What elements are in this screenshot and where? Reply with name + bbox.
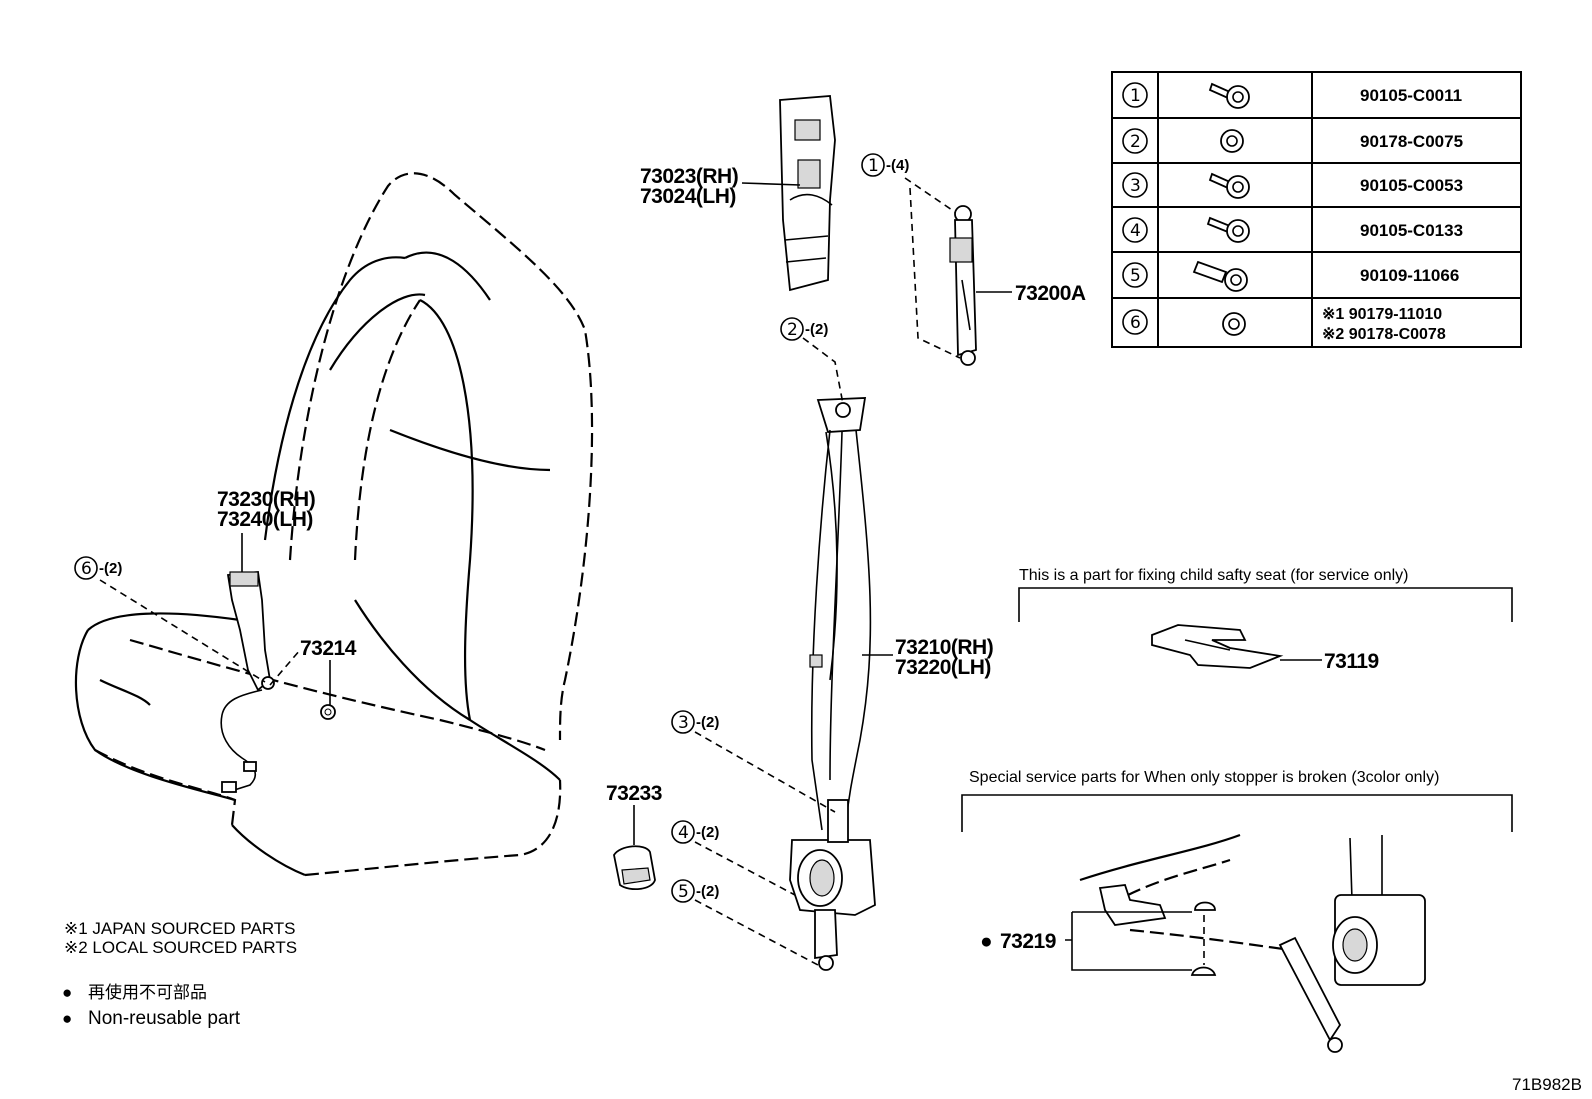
buckle-cover-label: 73214 bbox=[300, 637, 357, 660]
pillar-trim bbox=[779, 95, 836, 292]
legend-marker-en: ● bbox=[62, 1009, 72, 1028]
fastener-4-leader bbox=[694, 841, 796, 896]
bolt-icon bbox=[1208, 82, 1250, 109]
table-row-6-num: 6 bbox=[1130, 313, 1141, 333]
fastener-ref-4-num: 4 bbox=[678, 823, 689, 843]
buckle-cover-washer bbox=[320, 704, 336, 720]
stopper-bracket bbox=[961, 794, 1513, 832]
pillar-trim-label-rh: 73023(RH) bbox=[640, 165, 738, 188]
table-row-6-part-japan: ※1 90179-11010 bbox=[1322, 306, 1442, 323]
fastener-ref-5: 5 -(2) bbox=[671, 879, 719, 903]
fastener-ref-5-count: -(2) bbox=[696, 883, 719, 900]
seat-belt-buckle bbox=[220, 571, 275, 793]
stopper-caption: Special service parts for When only stop… bbox=[969, 769, 1439, 786]
fastener-1-leaders bbox=[904, 177, 961, 359]
fastener-ref-1: 1 -(4) bbox=[861, 153, 909, 177]
belt-assy-label-lh: 73220(LH) bbox=[895, 656, 991, 679]
nut-icon bbox=[1222, 312, 1246, 336]
pillar-trim-leader bbox=[741, 182, 801, 186]
fastener-ref-3-num: 3 bbox=[678, 713, 689, 733]
table-row-4-part: 90105-C0133 bbox=[1360, 221, 1463, 240]
table-row-5-num: 5 bbox=[1130, 266, 1141, 286]
fastener-ref-1-count: -(4) bbox=[886, 157, 909, 174]
fastener-2-leader bbox=[802, 337, 844, 405]
stopper-leader bbox=[1065, 911, 1192, 971]
diagram-code: 71B982B bbox=[1512, 1075, 1582, 1094]
table-row-2-num: 2 bbox=[1130, 132, 1141, 152]
anchor-rail bbox=[949, 205, 977, 366]
table-row-1-num: 1 bbox=[1130, 86, 1141, 106]
anchor-rail-label: 73200A bbox=[1015, 282, 1086, 305]
table-row-2-part: 90178-C0075 bbox=[1360, 132, 1463, 151]
child-seat-bracket bbox=[1018, 587, 1513, 622]
buckle-cover-washer-hole bbox=[324, 708, 332, 716]
stopper-part-label: 73219 bbox=[1000, 930, 1056, 953]
fastener-ref-6-num: 6 bbox=[81, 559, 92, 579]
fastener-ref-2-num: 2 bbox=[787, 320, 798, 340]
fastener-ref-2-count: -(2) bbox=[805, 321, 828, 338]
seat-belt-assembly bbox=[789, 397, 876, 971]
retractor-cover bbox=[613, 845, 656, 891]
fastener-6-leader bbox=[99, 579, 266, 683]
fastener-ref-3-count: -(2) bbox=[696, 714, 719, 731]
table-row-3-part: 90105-C0053 bbox=[1360, 176, 1463, 195]
fastener-ref-4-count: -(2) bbox=[696, 824, 719, 841]
stopper-marker: ● bbox=[980, 930, 992, 953]
table-row-3-num: 3 bbox=[1130, 176, 1141, 196]
pillar-trim-label-lh: 73024(LH) bbox=[640, 185, 736, 208]
fastener-ref-4: 4 -(2) bbox=[671, 820, 719, 844]
buckle-label-rh: 73230(RH) bbox=[217, 488, 315, 511]
fastener-3-leader bbox=[694, 731, 836, 813]
legend-japanese: 再使用不可部品 bbox=[88, 982, 207, 1002]
belt-assy-label-rh: 73210(RH) bbox=[895, 636, 993, 659]
stopper-assembly-view bbox=[1079, 833, 1426, 1053]
nut-icon bbox=[1220, 129, 1244, 153]
fastener-ref-2: 2 -(2) bbox=[780, 317, 828, 341]
bolt-icon bbox=[1206, 216, 1250, 243]
fastener-ref-1-num: 1 bbox=[868, 156, 879, 176]
bolt-icon bbox=[1208, 172, 1250, 199]
retractor-cover-label: 73233 bbox=[606, 782, 662, 805]
fastener-ref-6-count: -(2) bbox=[99, 560, 122, 577]
fastener-ref-6: 6 -(2) bbox=[74, 556, 122, 580]
japan-sourced-note: ※1 JAPAN SOURCED PARTS bbox=[64, 919, 296, 938]
child-seat-caption: This is a part for fixing child safty se… bbox=[1019, 567, 1408, 584]
fastener-table: 1 90105-C0011 2 90178-C0075 3 90105-C005… bbox=[1111, 71, 1522, 348]
fastener-ref-5-num: 5 bbox=[678, 882, 689, 902]
local-sourced-note: ※2 LOCAL SOURCED PARTS bbox=[64, 938, 297, 957]
legend-marker-jp: ● bbox=[62, 983, 72, 1002]
child-seat-anchor-plate bbox=[1151, 624, 1284, 669]
seat-outline bbox=[74, 172, 594, 877]
shoulder-bolt-icon bbox=[1192, 260, 1248, 292]
fastener-ref-3: 3 -(2) bbox=[671, 710, 719, 734]
table-row-5-part: 90109-11066 bbox=[1360, 266, 1459, 285]
table-row-1-part: 90105-C0011 bbox=[1360, 86, 1462, 105]
table-row-4-num: 4 bbox=[1130, 221, 1141, 241]
legend-english: Non-reusable part bbox=[88, 1008, 241, 1029]
table-row-6-part-local: ※2 90178-C0078 bbox=[1322, 326, 1446, 343]
buckle-cover-leader-2 bbox=[269, 649, 301, 686]
child-seat-part-label: 73119 bbox=[1324, 650, 1379, 673]
buckle-label-lh: 73240(LH) bbox=[217, 508, 313, 531]
